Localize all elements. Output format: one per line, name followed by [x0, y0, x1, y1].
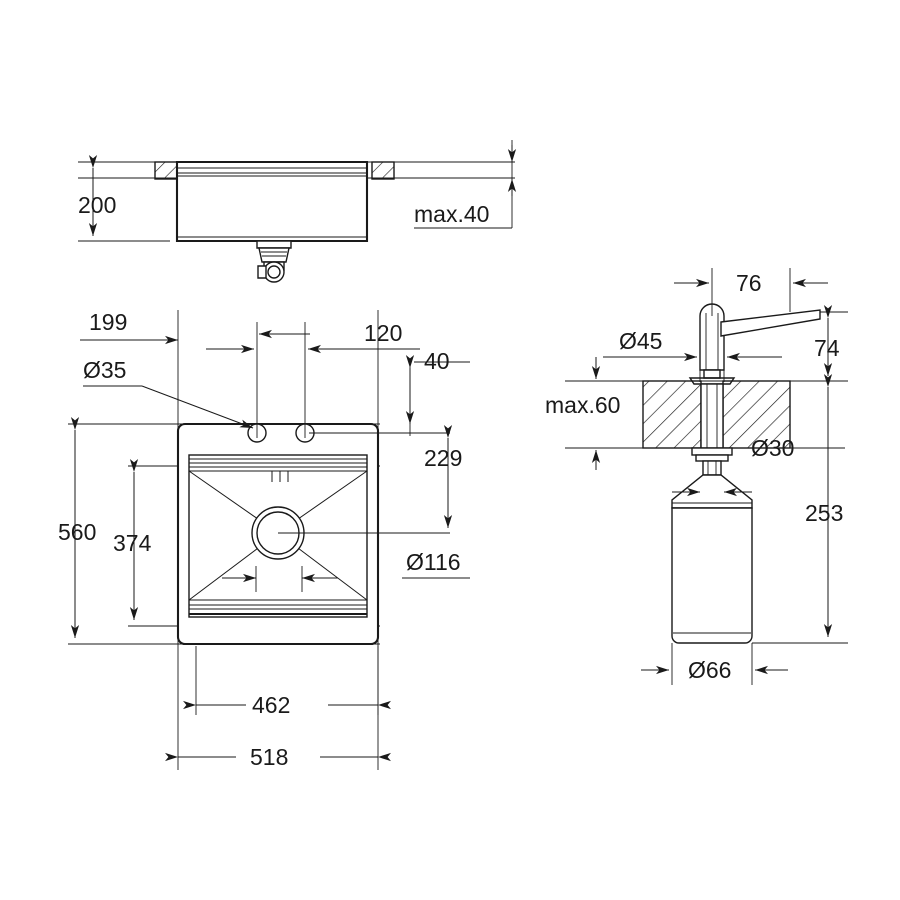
dimension-74: 74	[814, 305, 848, 376]
dimension-d30-label: Ø30	[751, 435, 794, 461]
dimension-74-label: 74	[814, 335, 840, 361]
dimension-518: 518	[165, 744, 391, 770]
dimension-d35-label: Ø35	[83, 357, 126, 383]
bowl-top-grooves	[189, 458, 367, 472]
dimension-d35-leader	[141, 385, 254, 429]
dimension-max40: max.40	[414, 140, 517, 229]
dimension-374: 374	[113, 459, 152, 620]
dimension-d66-label: Ø66	[688, 657, 731, 683]
dimension-d35: Ø35	[83, 357, 254, 429]
dimension-d116: Ø116	[278, 532, 470, 579]
bowl-bottom-grooves	[189, 599, 367, 616]
dispenser-bottle-body	[671, 507, 753, 644]
dimension-200: 200	[78, 155, 116, 236]
dimension-374-label: 374	[113, 530, 152, 556]
drain-width-arrows	[222, 566, 338, 592]
dimension-462-label: 462	[252, 692, 290, 718]
dimension-d30: Ø30	[672, 435, 794, 497]
sink-plan-view: 199 Ø35 120 40	[58, 309, 470, 770]
dimension-76: 76	[674, 268, 828, 316]
dispenser-neck	[703, 369, 721, 379]
dispenser-shank	[700, 383, 724, 449]
dimension-76-label: 76	[736, 270, 762, 296]
dimension-d116-label: Ø116	[406, 549, 461, 575]
dimension-199: 199	[80, 309, 178, 345]
dimension-40-label: 40	[424, 348, 450, 374]
dispenser-spout-lever	[720, 309, 821, 337]
dimension-120: 120	[308, 320, 420, 354]
soap-dispenser-view: 76 Ø45 74 max.60	[545, 268, 848, 685]
dimension-199-label: 199	[89, 309, 127, 335]
dispenser-lock-nut	[691, 447, 733, 476]
dimension-max40-label: max.40	[414, 201, 489, 227]
sink-section-view: 200 max.40	[78, 140, 517, 283]
dimension-462: 462	[183, 692, 391, 718]
dimension-max60: max.60	[545, 357, 620, 470]
dimension-229: 229	[309, 355, 462, 528]
spout-lever-outline	[720, 309, 821, 337]
dimension-120-label: 120	[364, 320, 402, 346]
dimension-253-label: 253	[805, 500, 843, 526]
sink-bowl-outline	[175, 160, 369, 243]
dimension-200-label: 200	[78, 192, 116, 218]
overflow-slots	[271, 471, 289, 482]
dimension-560-label: 560	[58, 519, 96, 545]
dimension-d45-label: Ø45	[619, 328, 662, 354]
drain-assembly-section	[256, 240, 292, 283]
dimension-560: 560	[58, 417, 96, 638]
dimension-518-label: 518	[250, 744, 288, 770]
dimension-40: 40	[206, 329, 450, 374]
dimension-max60-label: max.60	[545, 392, 620, 418]
dispenser-escutcheon	[688, 377, 736, 385]
counter-hatch-dispenser-right	[722, 380, 791, 449]
dimension-253: 253	[752, 374, 848, 644]
dimension-d45: Ø45	[603, 328, 782, 382]
sink-body-section	[175, 160, 369, 243]
counter-hatch-dispenser-left	[642, 380, 702, 449]
counter-hatch-left	[154, 161, 178, 180]
dimension-d66: Ø66	[641, 643, 788, 685]
counter-hatch-right	[371, 161, 395, 180]
dispenser-pump-head	[699, 303, 725, 371]
dimension-229-label: 229	[424, 445, 462, 471]
